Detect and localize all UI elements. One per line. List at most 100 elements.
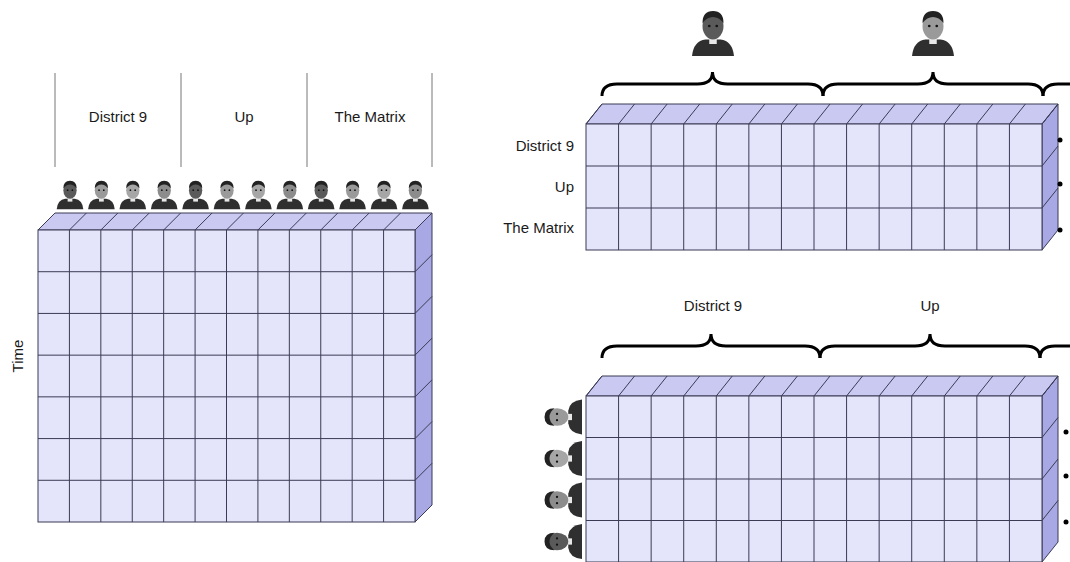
grid-line <box>38 396 415 397</box>
separator-line <box>181 73 182 167</box>
eye <box>708 25 711 28</box>
grid-line <box>781 104 797 124</box>
grid-line <box>749 104 765 124</box>
eye <box>556 454 558 456</box>
separator-line <box>55 73 56 167</box>
grid-line <box>352 213 369 230</box>
eye <box>386 189 388 191</box>
eye <box>323 189 325 191</box>
head <box>409 182 422 199</box>
grid-line <box>977 376 993 396</box>
grid-line <box>69 213 86 230</box>
eye <box>98 189 100 191</box>
grid-line <box>38 438 415 439</box>
curly-brace <box>602 334 820 358</box>
grid-line <box>586 166 1042 167</box>
person-face <box>912 11 954 56</box>
person-face <box>57 181 84 210</box>
head <box>126 182 139 199</box>
side-face <box>415 213 432 522</box>
grid-line <box>912 376 928 396</box>
hair <box>346 181 359 189</box>
side-face <box>1042 104 1058 250</box>
eye <box>354 189 356 191</box>
grid-line <box>38 313 415 314</box>
grid-line <box>781 124 782 250</box>
grid-line <box>619 104 635 124</box>
side-face <box>1042 376 1058 562</box>
grid-line <box>384 213 401 230</box>
eye <box>224 189 226 191</box>
grid-line <box>716 124 717 250</box>
movie-name: The Matrix <box>335 108 406 126</box>
person-face <box>371 181 398 210</box>
hair <box>283 181 296 189</box>
grid-line <box>257 230 258 522</box>
grid-line <box>415 338 432 355</box>
grid-line <box>683 124 684 250</box>
grid-line <box>195 230 196 522</box>
person-face <box>545 483 583 518</box>
eye <box>556 544 558 546</box>
bullet-dot <box>1058 138 1063 143</box>
grid-line <box>1042 146 1058 166</box>
eye <box>349 189 351 191</box>
grid-line <box>716 376 732 396</box>
grid-line <box>586 376 602 396</box>
grid-line <box>1009 104 1025 124</box>
row-label: The Matrix <box>503 219 574 237</box>
grid-line <box>195 213 212 230</box>
eye <box>935 25 938 28</box>
bullet-dot <box>1058 228 1063 233</box>
hair <box>377 181 390 189</box>
head <box>346 182 359 199</box>
grid-line <box>289 213 306 230</box>
top-face <box>586 376 1058 396</box>
eye <box>130 189 132 191</box>
grid-line <box>748 124 749 250</box>
person-face <box>245 181 272 210</box>
grid-line <box>879 104 895 124</box>
hair <box>545 450 555 468</box>
hair <box>545 491 555 509</box>
grid-line <box>618 124 619 250</box>
eye <box>229 189 231 191</box>
grid-line <box>321 213 338 230</box>
eye <box>556 496 558 498</box>
grid-line <box>814 376 830 396</box>
person-face <box>692 11 734 56</box>
eye <box>197 189 199 191</box>
grid-line <box>749 376 765 396</box>
grid-line <box>415 213 432 230</box>
person-face <box>214 181 241 210</box>
grid-line <box>716 104 732 124</box>
tensor-block <box>586 104 1058 250</box>
eye <box>67 189 69 191</box>
axis-label: Time <box>9 340 27 373</box>
grid-line <box>586 208 1042 209</box>
grid-line <box>586 104 602 124</box>
bullet-dot <box>1058 182 1063 187</box>
grid-line <box>847 376 863 396</box>
grid-line <box>226 230 227 522</box>
eye <box>192 189 194 191</box>
grid-line <box>1042 376 1058 396</box>
grid-line <box>38 213 55 230</box>
hair <box>315 181 328 189</box>
person-face <box>88 181 115 210</box>
grid-line <box>684 376 700 396</box>
grid-line <box>619 376 635 396</box>
grid-line <box>1042 104 1058 124</box>
person-face <box>182 181 209 210</box>
grid-line <box>415 296 432 313</box>
hair <box>63 181 76 189</box>
eye <box>291 189 293 191</box>
grid-line <box>651 376 667 396</box>
head <box>315 182 328 199</box>
grid-line <box>846 124 847 250</box>
curly-brace <box>823 72 1043 96</box>
grid-line <box>1009 376 1025 396</box>
head <box>189 182 202 199</box>
row-label: District 9 <box>516 137 574 155</box>
eye <box>134 189 136 191</box>
